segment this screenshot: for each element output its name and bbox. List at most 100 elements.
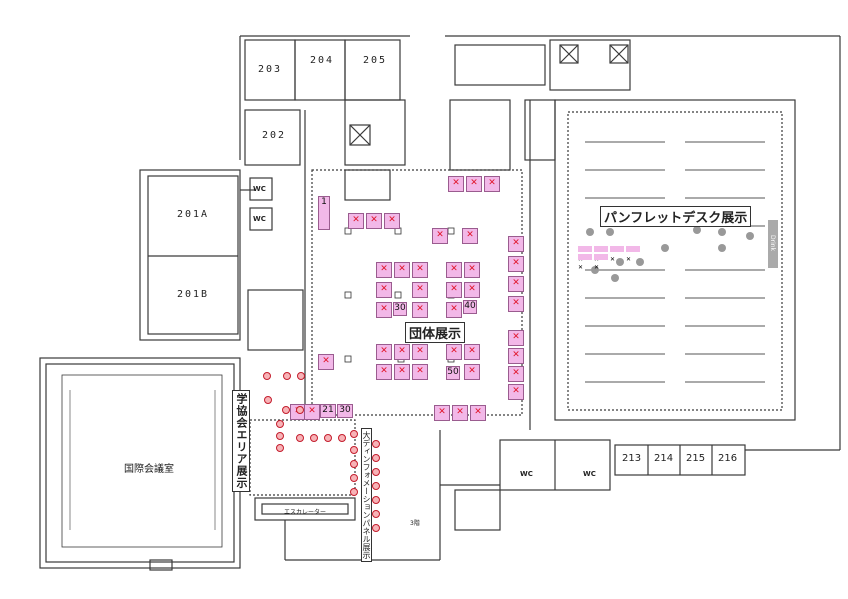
booth-circle-marker[interactable] [296,406,304,414]
booth-circle-marker[interactable] [282,406,290,414]
booth[interactable]: 30 [393,302,407,316]
booth-circle-marker[interactable] [350,430,358,438]
cross-mark-icon: ✕ [452,178,460,188]
pamphlet-desk-marker[interactable]: ✕ [626,246,640,263]
marked-booth[interactable]: ✕ [376,262,392,278]
escalator-label: エスカレーター [284,509,327,516]
marked-booth[interactable]: ✕ [508,236,524,252]
marked-booth[interactable]: ✕ [376,344,392,360]
marked-booth[interactable]: ✕ [384,213,400,229]
marked-booth[interactable]: ✕ [446,344,462,360]
booth-circle-marker[interactable] [372,454,380,462]
cross-mark-icon: ✕ [380,366,388,376]
marked-booth[interactable]: ✕ [412,282,428,298]
booth-circle-marker[interactable] [372,524,380,532]
marked-booth[interactable]: ✕ [464,364,480,380]
booth-circle-marker[interactable] [350,460,358,468]
booth-circle-marker[interactable] [350,474,358,482]
cross-mark-icon: ✕ [470,178,478,188]
marked-booth[interactable]: ✕ [508,296,524,312]
marked-booth[interactable]: ✕ [464,282,480,298]
marked-booth[interactable]: ✕ [318,354,334,370]
booth-circle-marker[interactable] [372,482,380,490]
booth-circle-marker[interactable] [350,446,358,454]
room-201-outline [139,169,241,341]
booth[interactable]: 30 [337,404,353,418]
booth-circle-marker[interactable] [310,434,318,442]
booth-circle-marker[interactable] [296,434,304,442]
marked-booth[interactable]: ✕ [466,176,482,192]
marked-booth[interactable]: ✕ [446,282,462,298]
marked-booth[interactable]: ✕ [508,330,524,346]
marked-booth[interactable]: ✕ [446,302,462,318]
marked-booth[interactable]: ✕ [508,276,524,292]
booth-circle-marker[interactable] [263,372,271,380]
marked-booth[interactable]: ✕ [394,344,410,360]
drink-counter [768,220,778,268]
marked-booth[interactable]: ✕ [394,364,410,380]
marked-booth[interactable]: ✕ [376,282,392,298]
booth-circle-marker[interactable] [350,488,358,496]
central-hall-outline [311,169,523,416]
room-213-label: 213 [622,453,642,464]
cross-mark-icon: ✕ [474,407,482,417]
room-205-label: 205 [363,55,388,66]
cross-mark-icon: ✕ [380,264,388,274]
booth-circle-marker[interactable] [283,372,291,380]
marked-booth[interactable]: ✕ [434,405,450,421]
marked-booth[interactable]: ✕ [508,348,524,364]
cross-mark-icon: ✕ [370,215,378,225]
marked-booth[interactable]: ✕ [394,262,410,278]
cross-mark-icon: ✕ [594,264,600,271]
booth-circle-marker[interactable] [338,434,346,442]
marked-booth[interactable]: ✕ [412,302,428,318]
marked-booth[interactable]: ✕ [446,262,462,278]
pamphlet-desk-label: パンフレットデスク展示 [600,206,752,227]
booth-circle-marker[interactable] [372,468,380,476]
booth[interactable]: 40 [463,300,477,314]
marked-booth[interactable]: ✕ [484,176,500,192]
pamphlet-desk-marker[interactable]: ✕ [578,254,592,271]
marked-booth[interactable]: ✕ [412,262,428,278]
marked-booth[interactable]: ✕ [508,256,524,272]
booth-circle-marker[interactable] [372,510,380,518]
marked-booth[interactable]: ✕ [470,405,486,421]
booth[interactable]: 1 [318,196,330,230]
marked-booth[interactable]: ✕ [448,176,464,192]
booth-circle-marker[interactable] [372,440,380,448]
marked-booth[interactable]: ✕ [412,344,428,360]
marked-booth[interactable]: ✕ [304,404,320,420]
pamphlet-desk-marker[interactable]: ✕ [594,254,608,271]
booth-circle-marker[interactable] [324,434,332,442]
marked-booth[interactable]: ✕ [462,228,478,244]
booth-circle-marker[interactable] [276,420,284,428]
marked-booth[interactable]: ✕ [452,405,468,421]
pamphlet-desk-marker[interactable]: ✕ [578,246,592,263]
booth[interactable]: 50 [446,366,460,380]
marked-booth[interactable]: ✕ [376,364,392,380]
cross-mark-icon: ✕ [466,230,474,240]
marked-booth[interactable]: ✕ [376,302,392,318]
booth[interactable]: 21 [320,404,336,418]
cross-mark-icon: ✕ [450,346,458,356]
marked-booth[interactable]: ✕ [366,213,382,229]
cross-mark-icon: ✕ [488,178,496,188]
conference-hall-label: 国際会議室 [124,464,174,475]
cross-mark-icon: ✕ [512,298,520,308]
booth-circle-marker[interactable] [276,444,284,452]
marked-booth[interactable]: ✕ [508,384,524,400]
booth-circle-marker[interactable] [297,372,305,380]
marked-booth[interactable]: ✕ [464,262,480,278]
marked-booth[interactable]: ✕ [348,213,364,229]
booth-circle-marker[interactable] [264,396,272,404]
booth-circle-marker[interactable] [372,496,380,504]
marked-booth[interactable]: ✕ [464,344,480,360]
booth-circle-marker[interactable] [276,432,284,440]
marked-booth[interactable]: ✕ [432,228,448,244]
marked-booth[interactable]: ✕ [412,364,428,380]
pamphlet-desk-marker[interactable]: ✕ [610,246,624,263]
cross-mark-icon: ✕ [322,356,330,366]
pamphlet-desk-marker[interactable]: ✕ [594,246,608,263]
third-floor-label: 3階 [410,520,420,527]
marked-booth[interactable]: ✕ [508,366,524,382]
